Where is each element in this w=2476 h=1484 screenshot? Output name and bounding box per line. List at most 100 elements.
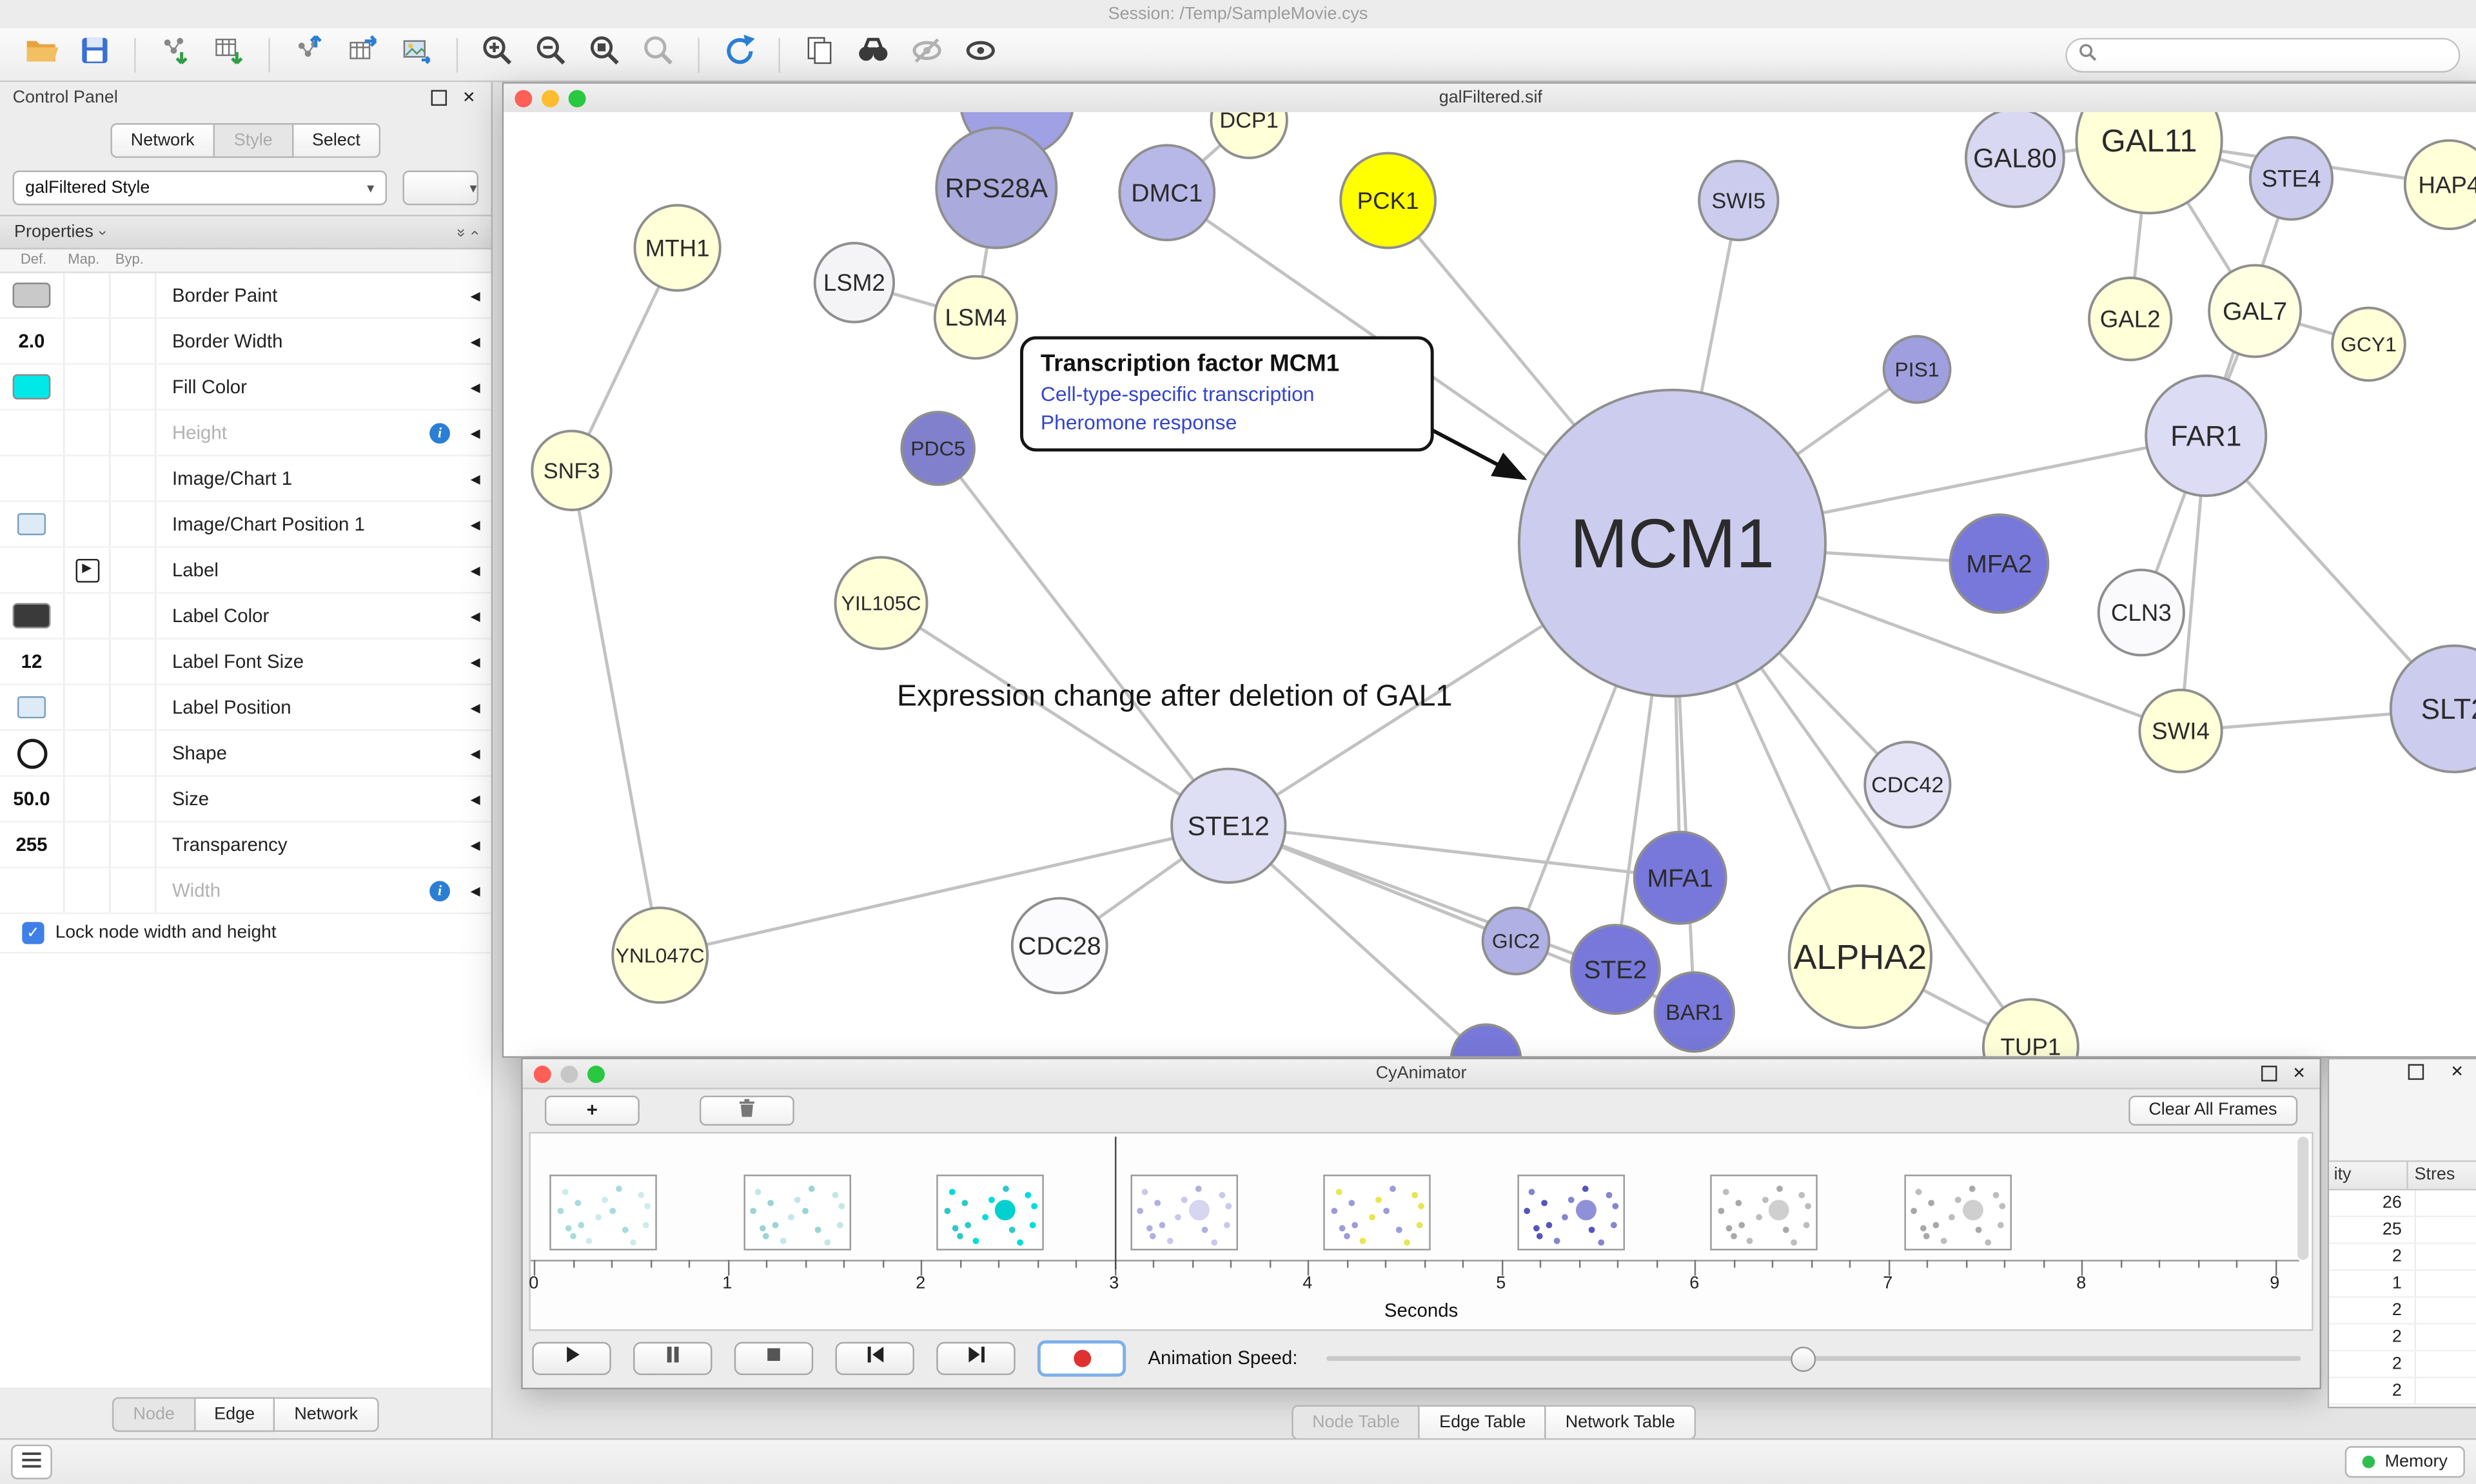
annotation-box[interactable]: Transcription factor MCM1 Cell-type-spec…	[1020, 336, 1434, 452]
column-header[interactable]: ity	[2329, 1162, 2408, 1189]
property-row[interactable]: Shape◀	[0, 730, 491, 777]
tab-select[interactable]: Select	[293, 123, 381, 158]
network-node-lsm4[interactable]	[933, 275, 1019, 360]
network-node-gal2[interactable]	[2088, 277, 2173, 362]
table-row[interactable]: 2	[2329, 1244, 2476, 1271]
property-row[interactable]: Fill Color◀	[0, 364, 491, 411]
network-node-mfa2[interactable]	[1949, 513, 2050, 614]
network-node-swi5[interactable]	[1698, 159, 1780, 242]
playhead[interactable]	[1114, 1137, 1116, 1269]
minimize-window-icon[interactable]	[560, 1064, 578, 1082]
frame-thumbnail-2[interactable]	[936, 1175, 1044, 1251]
frame-thumbnail-4[interactable]	[1323, 1175, 1431, 1251]
float-panel-icon[interactable]	[2406, 1062, 2425, 1081]
tab-edge-style[interactable]: Edge	[195, 1397, 275, 1432]
annotation-link-1[interactable]: Cell-type-specific transcription	[1040, 382, 1315, 406]
refresh-view-button[interactable]	[714, 33, 764, 75]
expand-row-icon[interactable]: ◀	[470, 792, 480, 806]
property-row[interactable]: Border Paint◀	[0, 273, 491, 319]
network-node-gal11[interactable]	[2075, 112, 2223, 215]
zoom-out-button[interactable]	[526, 33, 576, 75]
network-node-dcp1[interactable]	[1210, 112, 1288, 159]
network-node-mth1[interactable]	[633, 204, 722, 292]
frame-thumbnail-5[interactable]	[1517, 1175, 1624, 1251]
expand-row-icon[interactable]: ◀	[470, 425, 480, 440]
table-row[interactable]: 1	[2329, 1271, 2476, 1298]
network-node-bottom_partial[interactable]	[1449, 1023, 1522, 1057]
expand-row-icon[interactable]: ◀	[470, 609, 480, 623]
property-row[interactable]: Image/Chart Position 1◀	[0, 502, 491, 548]
close-panel-icon[interactable]: ✕	[2292, 1064, 2306, 1082]
step-back-button[interactable]	[835, 1341, 914, 1374]
save-session-button[interactable]	[70, 33, 120, 75]
expand-row-icon[interactable]: ◀	[470, 883, 480, 898]
network-node-slt2[interactable]	[2389, 644, 2476, 774]
stop-button[interactable]	[734, 1341, 814, 1374]
property-row[interactable]: Label Color◀	[0, 593, 491, 639]
lock-size-row[interactable]: ✓ Lock node width and height	[0, 913, 491, 954]
network-node-cdc42[interactable]	[1863, 741, 1952, 829]
search-field[interactable]	[2065, 37, 2461, 72]
close-panel-icon[interactable]: ✕	[462, 89, 476, 107]
network-node-gal7[interactable]	[2208, 264, 2303, 358]
expand-row-icon[interactable]: ◀	[470, 379, 480, 395]
expand-row-icon[interactable]: ◀	[470, 746, 480, 761]
float-panel-icon[interactable]	[429, 88, 448, 107]
show-panels-button[interactable]	[11, 1444, 52, 1479]
expand-row-icon[interactable]: ◀	[470, 288, 480, 302]
pause-button[interactable]	[633, 1341, 712, 1374]
show-all-button[interactable]	[956, 33, 1006, 75]
tab-edge-table[interactable]: Edge Table	[1420, 1405, 1547, 1440]
network-node-mfa1[interactable]	[1633, 830, 1727, 925]
frame-thumbnail-3[interactable]	[1130, 1175, 1237, 1251]
zoom-in-button[interactable]	[472, 33, 522, 75]
frame-thumbnail-0[interactable]	[549, 1175, 657, 1251]
timeline-scrollbar[interactable]	[2297, 1137, 2309, 1260]
hide-selected-button[interactable]	[901, 33, 952, 75]
zoom-fit-button[interactable]	[580, 33, 630, 75]
network-node-ste12[interactable]	[1170, 767, 1287, 884]
speed-slider-handle[interactable]	[1791, 1345, 1816, 1371]
tab-network-table[interactable]: Network Table	[1546, 1405, 1696, 1440]
properties-title[interactable]: Properties	[14, 222, 93, 242]
network-node-snf3[interactable]	[531, 429, 613, 511]
network-node-bar1[interactable]	[1653, 971, 1735, 1053]
expand-row-icon[interactable]: ◀	[470, 837, 480, 852]
network-node-gic2[interactable]	[1481, 906, 1551, 975]
table-row[interactable]: 2	[2329, 1378, 2476, 1405]
tab-node-style[interactable]: Node	[112, 1397, 195, 1432]
network-node-pck1[interactable]	[1339, 151, 1437, 249]
network-node-cln3[interactable]	[2097, 569, 2185, 657]
zoom-window-icon[interactable]	[587, 1064, 605, 1082]
network-node-tup1[interactable]	[1981, 998, 2079, 1057]
frame-thumbnail-6[interactable]	[1710, 1175, 1818, 1251]
import-table-button[interactable]	[204, 33, 254, 75]
property-row[interactable]: Label Position◀	[0, 685, 491, 731]
frame-thumbnail-1[interactable]	[743, 1175, 850, 1251]
export-image-button[interactable]	[391, 33, 442, 75]
tab-style[interactable]: Style	[215, 123, 293, 158]
network-node-hap4[interactable]	[2403, 139, 2476, 231]
clear-all-frames-button[interactable]: Clear All Frames	[2128, 1095, 2298, 1125]
expand-row-icon[interactable]: ◀	[470, 654, 480, 669]
network-node-gal80[interactable]	[1965, 112, 2065, 208]
tab-node-table[interactable]: Node Table	[1292, 1405, 1420, 1440]
network-node-ynl047c[interactable]	[611, 906, 709, 1004]
float-panel-icon[interactable]	[2259, 1064, 2278, 1083]
network-node-gcy1[interactable]	[2331, 306, 2406, 382]
network-node-cdc28[interactable]	[1010, 897, 1108, 995]
close-window-icon[interactable]	[533, 1064, 551, 1082]
lock-size-checkbox[interactable]: ✓	[22, 922, 44, 944]
network-node-far1[interactable]	[2145, 374, 2268, 497]
network-node-yil105c[interactable]	[834, 556, 928, 650]
copy-button[interactable]	[794, 33, 845, 75]
style-options-button[interactable]: ▾	[402, 170, 479, 206]
open-session-button[interactable]	[15, 33, 66, 75]
add-frame-button[interactable]: +	[544, 1095, 640, 1125]
expand-row-icon[interactable]: ◀	[470, 333, 480, 348]
tab-network[interactable]: Network	[110, 123, 215, 158]
expand-row-icon[interactable]: ◀	[470, 563, 480, 578]
